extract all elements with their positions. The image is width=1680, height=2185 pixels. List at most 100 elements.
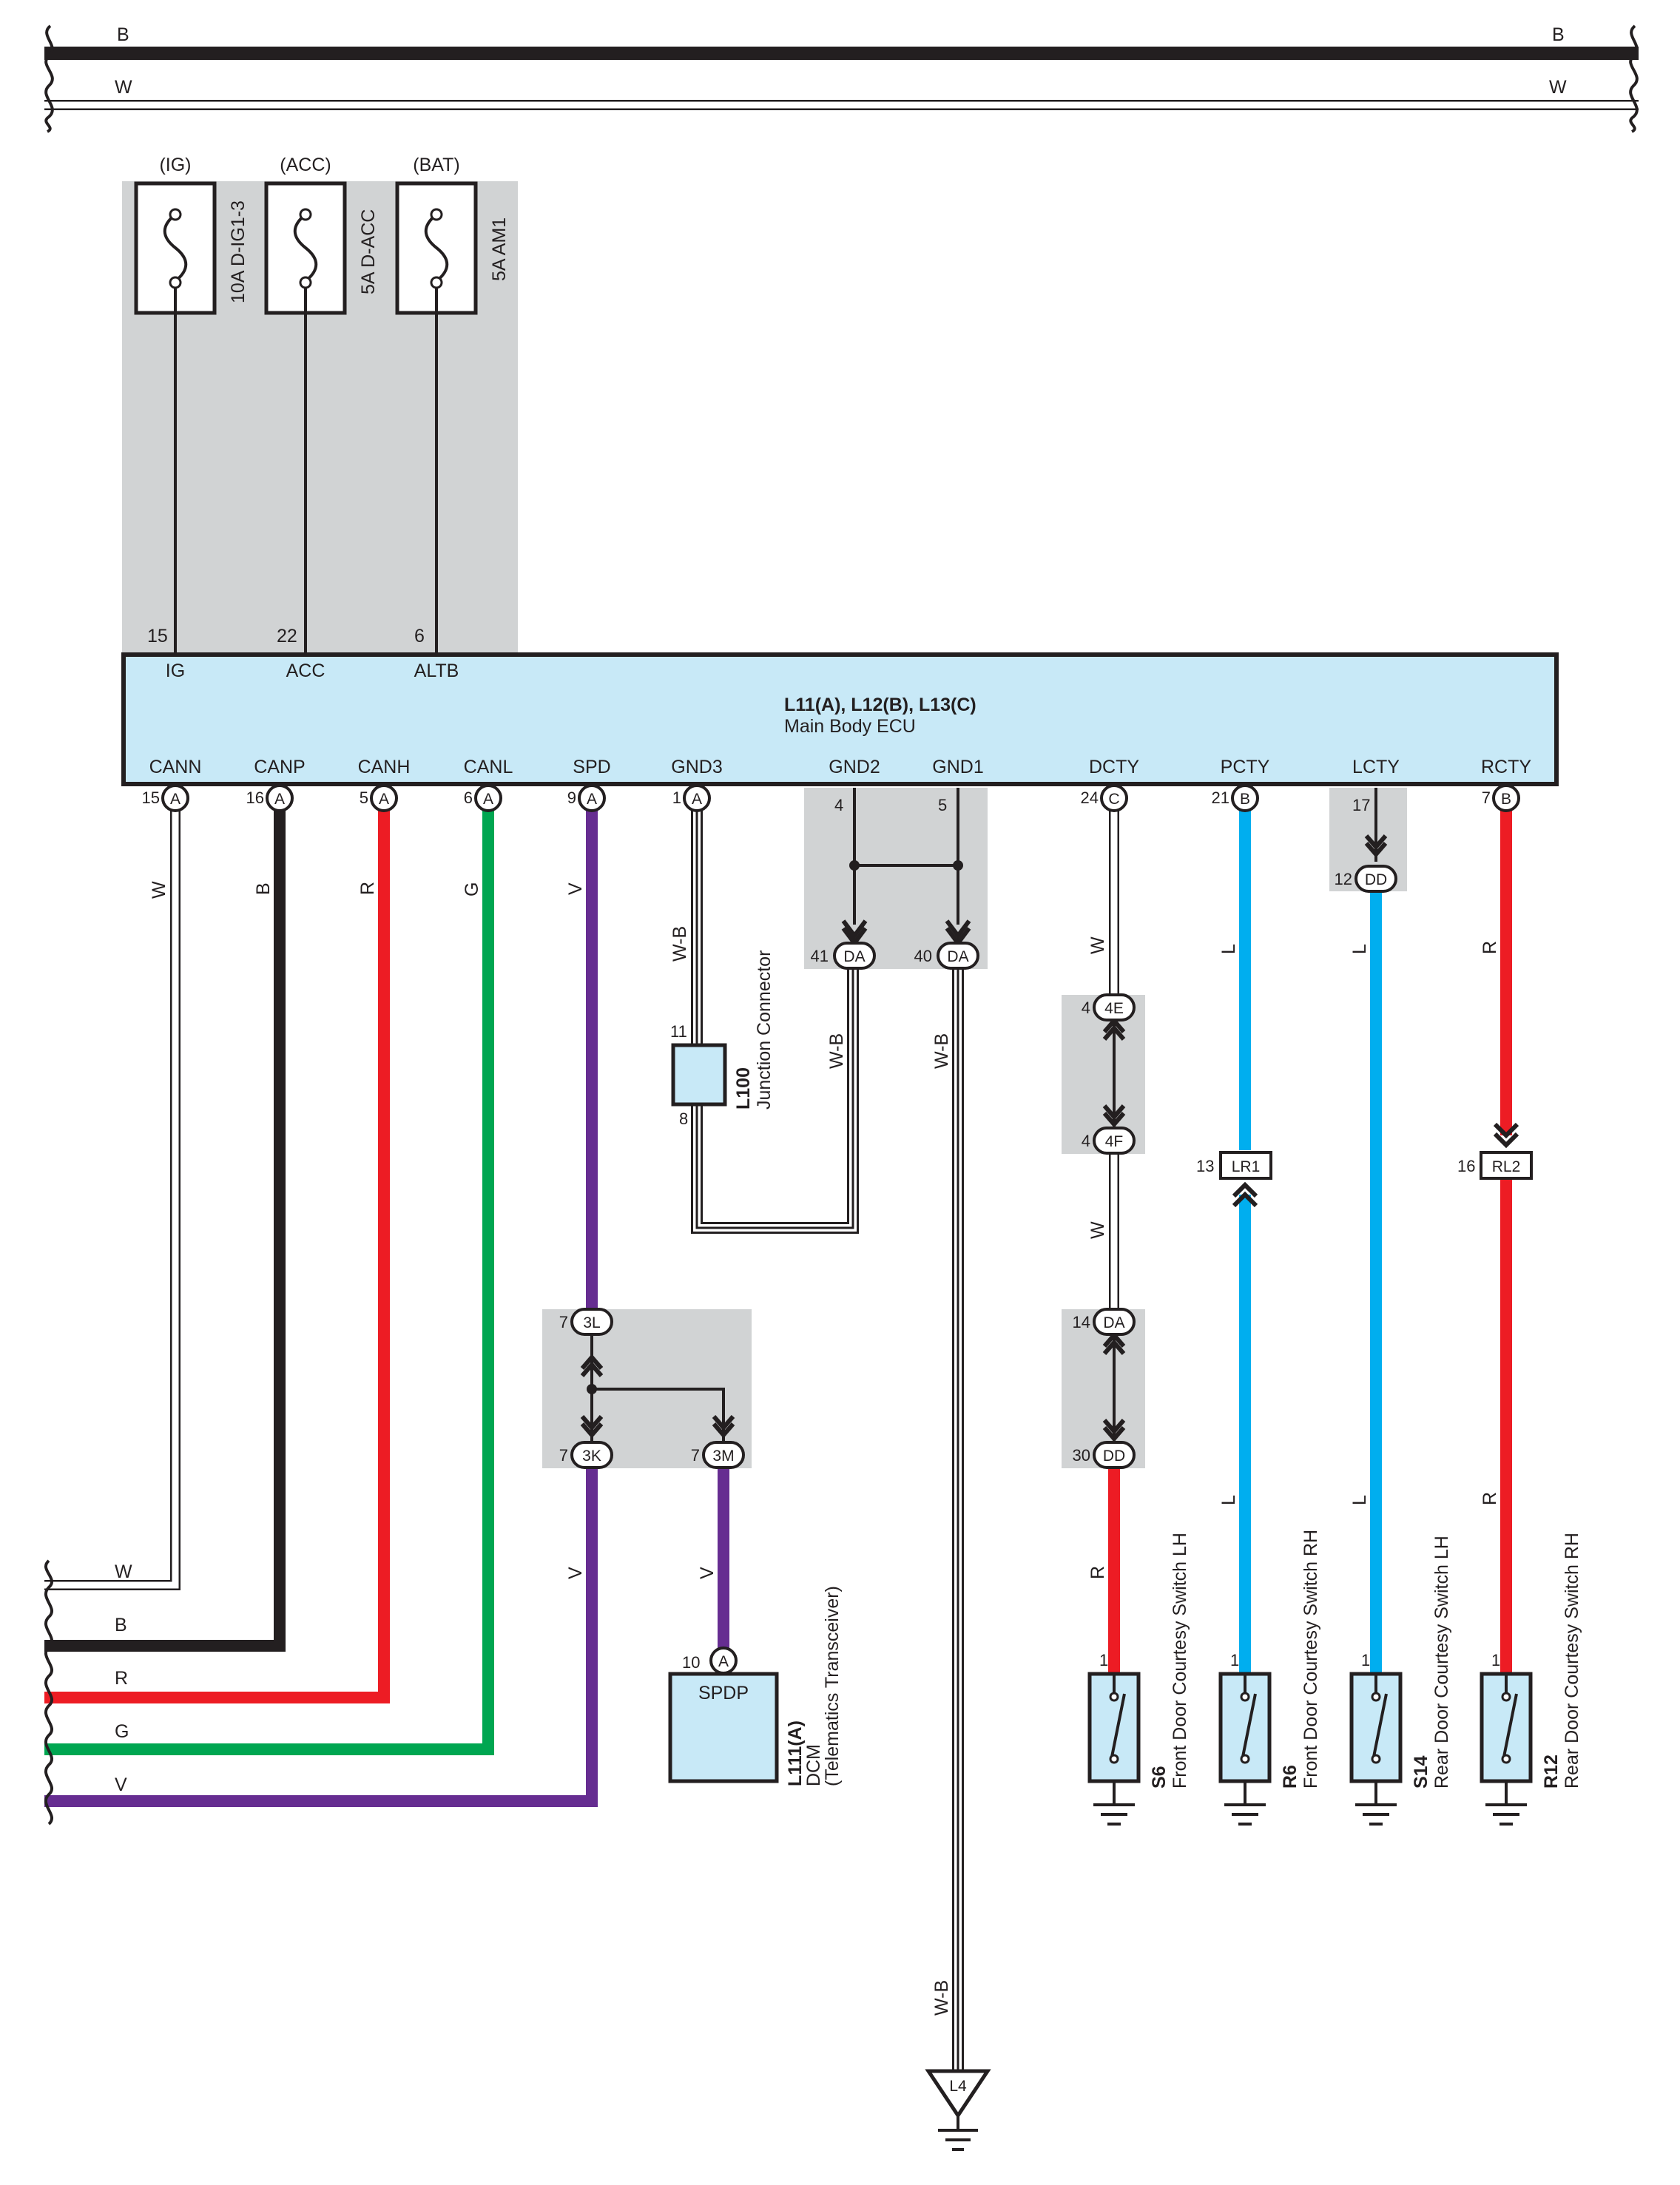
ecu-terminal-gnd2: GND2 <box>829 757 880 777</box>
canl-wire-label: G <box>462 882 482 896</box>
ecu-pin-badges: 15 A 16 A 5 A 6 A 9 A 1 A <box>142 784 1520 1675</box>
connector-dd30-id: DD <box>1103 1448 1125 1465</box>
lr1-connector <box>1219 1151 1272 1180</box>
pin-spd-conn: A <box>587 791 597 808</box>
dcm: SPDP 10 L111(A) DCM (Telematics Transcei… <box>668 1586 843 1786</box>
pin-canl-number: 6 <box>464 788 473 807</box>
lcty-chain: 17 L L <box>1349 788 1388 1674</box>
switch-s14-pin: 1 <box>1361 1651 1370 1669</box>
spd-wire-lower <box>44 1461 598 1807</box>
pcty-wire-label-2: L <box>1218 1495 1239 1505</box>
pin-rcty-number: 7 <box>1482 788 1491 807</box>
ecu-terminal-cann: CANN <box>149 757 202 777</box>
ecu-terminal-pcty: PCTY <box>1221 757 1270 777</box>
top-bus: B B W W <box>44 24 1639 133</box>
pin-canh-number: 5 <box>360 788 368 807</box>
cann-wire-label: W <box>149 881 169 899</box>
connector-dd12: DD 12 <box>1335 865 1397 893</box>
gnd3-wire-label: W-B <box>669 926 690 962</box>
canp-wire <box>44 803 286 1652</box>
switch-r6-name: Front Door Courtesy Switch RH <box>1301 1530 1321 1789</box>
connector-4f-id: 4F <box>1105 1133 1124 1150</box>
pin-spd: 9 A <box>567 784 606 812</box>
connector-da40-id: DA <box>947 948 968 965</box>
fuse-bat-element <box>424 213 449 283</box>
ground-wires: 11 8 L100 Junction Connector W-B W-B 4 5… <box>669 788 991 2151</box>
connector-3l-pin: 7 <box>559 1313 568 1331</box>
connector-dd12-pin: 12 <box>1335 870 1352 888</box>
cann-wire-outer <box>44 803 181 1590</box>
gnd3-wire-center <box>695 803 854 1229</box>
junction-pin-bottom: 8 <box>679 1110 688 1128</box>
top-b-label-right: B <box>1552 24 1565 45</box>
ecu-terminal-altb: ALTB <box>414 661 459 681</box>
fuse-ig-power: (IG) <box>159 155 191 175</box>
dcm-terminal: SPDP <box>698 1683 749 1703</box>
connector-dd30: DD 30 <box>1073 1441 1136 1469</box>
pin-cann: 15 A <box>142 784 189 812</box>
break-mark-right <box>1629 24 1639 133</box>
dcty-wire-label-1: W <box>1087 936 1108 954</box>
junction-name: Junction Connector <box>754 950 775 1110</box>
spd-junction: V <box>580 1331 735 1657</box>
dcty-wire-label-3: R <box>1087 1566 1108 1579</box>
break-mark-left <box>44 24 54 133</box>
connector-3l-id: 3L <box>583 1314 600 1331</box>
fuse-bat-pin: 6 <box>414 626 425 646</box>
pin-rcty: 7 B <box>1482 784 1520 812</box>
pin-pcty-number: 21 <box>1212 788 1229 807</box>
connector-da40-pin: 40 <box>914 947 932 965</box>
pin-dcty: 24 C <box>1081 784 1128 812</box>
junction-code: L100 <box>733 1067 754 1110</box>
dcty-wire-label-2: W <box>1087 1221 1108 1239</box>
ecu-terminal-acc: ACC <box>286 661 325 681</box>
connector-da41-id: DA <box>843 948 865 965</box>
connector-4e-pin: 4 <box>1082 999 1090 1017</box>
bottom-bus-v: V <box>115 1774 127 1795</box>
pin-dcty-conn: C <box>1108 791 1119 808</box>
connector-da41: DA 41 <box>811 942 876 970</box>
pin-canh-conn: A <box>379 791 389 808</box>
connector-4e: 4E 4 <box>1082 993 1136 1021</box>
connector-da40: DA 40 <box>914 942 979 970</box>
break-mark-bottom-left <box>44 1559 53 1826</box>
bottom-bus-r: R <box>115 1668 128 1689</box>
gnd1-wire-label-lower: W-B <box>931 1980 952 2016</box>
dcm-box <box>668 1672 779 1783</box>
ecu-terminal-ig: IG <box>166 661 185 681</box>
fuse-acc-power: (ACC) <box>280 155 331 175</box>
lcty-wire-label-1: L <box>1349 944 1370 954</box>
pcty-chain: L L LR1 13 <box>1196 803 1272 1674</box>
rl2-pin: 16 <box>1457 1157 1475 1175</box>
gnd1-wire-label: W-B <box>931 1033 952 1069</box>
connector-3k-pin: 7 <box>559 1446 568 1465</box>
connector-3m-id: 3M <box>712 1448 734 1465</box>
main-body-ecu: IG ACC ALTB L11(A), L12(B), L13(C) Main … <box>121 652 1559 786</box>
ecu-terminal-rcty: RCTY <box>1481 757 1531 777</box>
connector-4e-id: 4E <box>1104 1000 1124 1017</box>
dcm-pin: 10 <box>682 1653 700 1672</box>
switch-s14-name: Rear Door Courtesy Switch LH <box>1431 1536 1452 1789</box>
pin-canp-number: 16 <box>246 788 264 807</box>
connector-3m-pin: 7 <box>691 1446 700 1465</box>
rcty-chain: RL2 16 R R <box>1457 803 1533 1674</box>
connector-da14-id: DA <box>1103 1314 1124 1331</box>
connector-da14-pin: 14 <box>1073 1313 1090 1331</box>
switch-r12-name: Rear Door Courtesy Switch RH <box>1562 1533 1582 1789</box>
lr1-pin: 13 <box>1196 1157 1214 1175</box>
fuse-ig-pin: 15 <box>147 626 168 646</box>
ecu-terminal-spd: SPD <box>573 757 610 777</box>
pin-gnd3-conn: A <box>692 791 702 808</box>
ground-point-l4-label: L4 <box>949 2078 967 2095</box>
switch-s6-code: S6 <box>1149 1766 1170 1789</box>
fuses: (IG) 10A D-IG1-3 15 (ACC) 5A D-ACC 22 (B… <box>134 155 510 655</box>
ecu-terminal-canh: CANH <box>358 757 411 777</box>
rcty-wire-label-1: R <box>1480 941 1500 954</box>
oval-connectors: DA 41 DA 40 4E 4 4F 4 DA 14 DD 30 <box>559 865 1397 1469</box>
pcty-wire-label-1: L <box>1218 944 1239 954</box>
canl-wire <box>44 803 494 1755</box>
top-w-label-left: W <box>115 77 132 98</box>
switch-s6: 1 S6 Front Door Courtesy Switch LH <box>1087 1533 1190 1826</box>
switch-r6: 1 R6 Front Door Courtesy Switch RH <box>1218 1530 1321 1826</box>
bottom-bus-w: W <box>115 1561 132 1582</box>
